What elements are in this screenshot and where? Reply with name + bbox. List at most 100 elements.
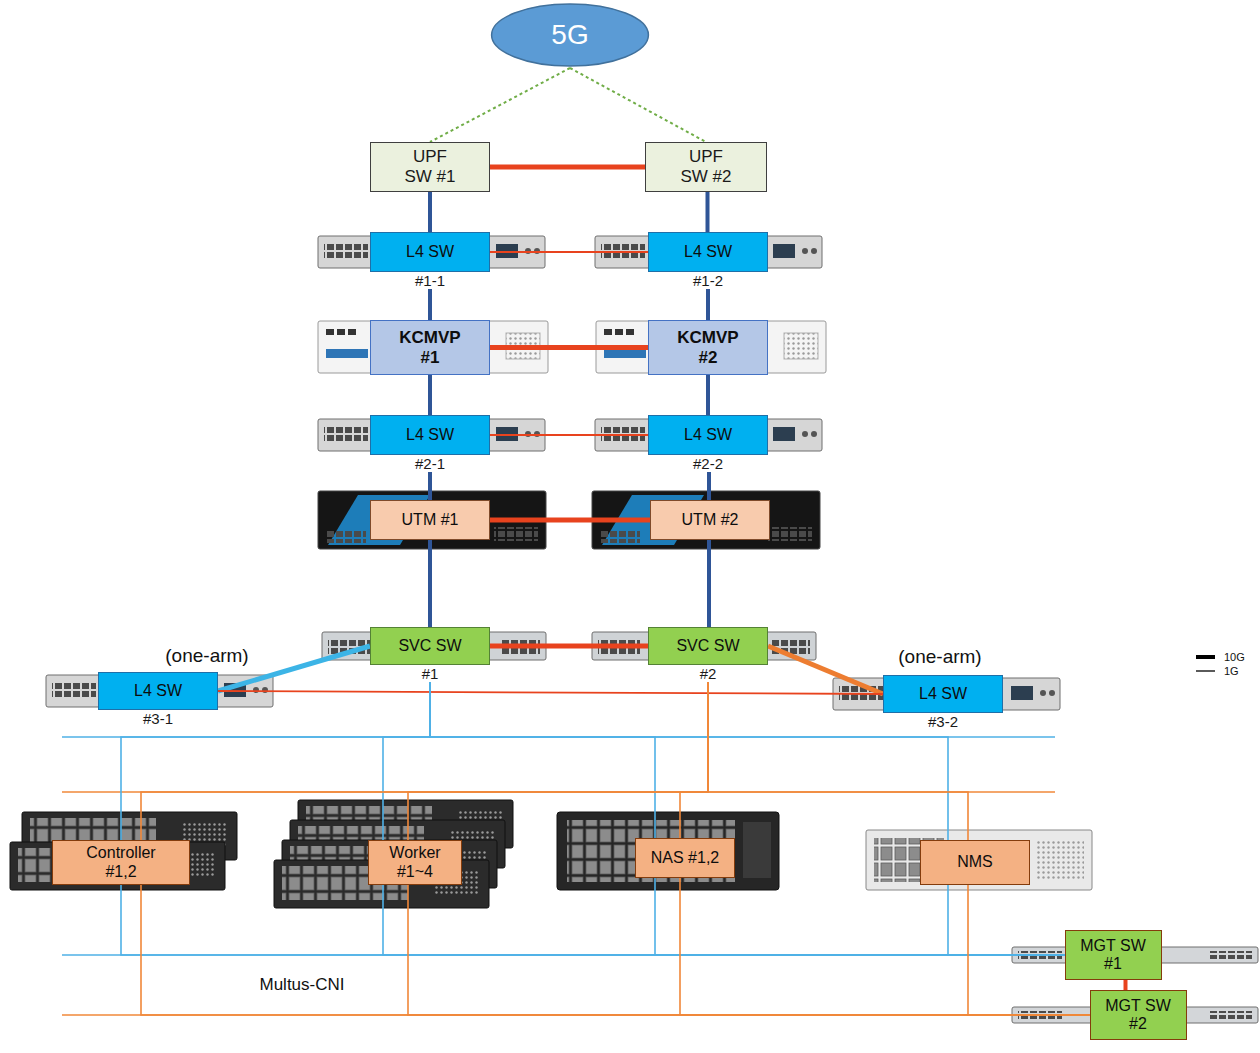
connector: [707, 540, 711, 627]
box-outline: L4 SW: [370, 232, 490, 272]
node-label: Worker #1~4: [380, 844, 450, 881]
node-label: L4 SW: [684, 243, 732, 261]
server-box: NMS: [920, 840, 1030, 885]
node-label: L4 SW: [684, 426, 732, 444]
connector: [121, 885, 1065, 955]
annotation-label: (one-arm): [896, 646, 983, 668]
box-outline: UTM #1: [370, 500, 490, 540]
box-outline: MGT SW #1: [1065, 930, 1162, 980]
connector: [490, 251, 648, 253]
annotation-label: (one-arm): [163, 645, 250, 667]
box-outline: NAS #1,2: [635, 838, 735, 878]
node-label: L4 SW: [406, 243, 454, 261]
node-label: NAS #1,2: [651, 849, 719, 867]
node-label: UPF SW #2: [680, 147, 732, 186]
box-outline: UPF SW #2: [645, 142, 767, 192]
connector: [490, 434, 648, 436]
box-outline: L4 SW: [98, 672, 218, 710]
node-label: SVC SW: [398, 637, 461, 655]
nas-picture: [557, 812, 779, 890]
connector: [948, 885, 1065, 955]
node-label: UPF SW #1: [404, 147, 456, 186]
node-label: MGT SW #2: [1102, 997, 1174, 1034]
nms-picture: [866, 830, 1092, 890]
legend-label: 1G: [1222, 664, 1241, 678]
box-outline: KCMVP #1: [370, 320, 490, 375]
node-caption: #2-1: [415, 455, 445, 472]
l4-switch-box: L4 SW#2-2: [648, 415, 768, 472]
annotation-label: Multus-CNI: [257, 975, 346, 995]
connector: [428, 289, 432, 320]
connector: [430, 682, 655, 838]
node-caption: #3-1: [143, 710, 173, 727]
node-label: UTM #1: [402, 511, 459, 529]
node-label: SVC SW: [676, 637, 739, 655]
kcmvp-box: KCMVP #1: [370, 320, 490, 375]
box-outline: NMS: [920, 840, 1030, 885]
connector: [707, 472, 711, 500]
cloud-ellipse-shape: [492, 4, 649, 66]
connector: [706, 375, 710, 415]
node-label: UTM #2: [682, 511, 739, 529]
box-outline: MGT SW #2: [1090, 990, 1187, 1040]
connector: [430, 682, 948, 840]
node-caption: #1: [422, 665, 439, 682]
server-box: NAS #1,2: [635, 838, 735, 878]
connector: [706, 192, 710, 232]
node-caption: #3-2: [928, 713, 958, 730]
l4-switch-box: L4 SW#1-2: [648, 232, 768, 289]
connector: [408, 885, 1090, 1015]
l4-switch-box: L4 SW#2-1: [370, 415, 490, 472]
box-outline: KCMVP #2: [648, 320, 768, 375]
box-outline: L4 SW: [648, 415, 768, 455]
connector: [768, 646, 883, 694]
connector: [428, 540, 432, 627]
connector: [490, 165, 645, 170]
node-label: KCMVP #2: [676, 328, 740, 367]
box-outline: UTM #2: [650, 500, 770, 540]
node-label: MGT SW #1: [1077, 937, 1149, 974]
node-label: KCMVP #1: [398, 328, 462, 367]
l4-switch-box: L4 SW #3-2: [883, 675, 1003, 730]
server-box: Controller #1,2: [52, 840, 190, 885]
l4-switch-box: L4 SW #3-1: [98, 672, 218, 727]
connector: [706, 289, 710, 320]
connector: [141, 682, 708, 840]
upf-switch-box: UPF SW #1: [370, 142, 490, 192]
connector: [680, 878, 1090, 1015]
legend-sample-line: [1196, 670, 1215, 671]
management-switch-box: MGT SW #2: [1090, 990, 1187, 1040]
connector: [655, 878, 1065, 955]
box-outline: SVC SW: [648, 627, 768, 665]
connector: [490, 644, 648, 649]
box-outline: L4 SW: [648, 232, 768, 272]
connector: [428, 375, 432, 415]
box-outline: Controller #1,2: [52, 840, 190, 885]
box-outline: 5G: [490, 2, 650, 68]
connector: [490, 345, 648, 350]
connector: [383, 885, 1065, 955]
connector: [430, 68, 570, 142]
server-box: Worker #1~4: [368, 840, 462, 885]
node-label: L4 SW: [134, 682, 182, 700]
connector: [383, 682, 430, 840]
box-outline: L4 SW: [883, 675, 1003, 713]
connector: [490, 518, 650, 523]
node-caption: #1-1: [415, 272, 445, 289]
connector: [408, 682, 708, 840]
legend-label: 10G: [1222, 650, 1247, 664]
box-outline: L4 SW: [370, 415, 490, 455]
connector: [141, 885, 1090, 1015]
kcmvp-box: KCMVP #2: [648, 320, 768, 375]
node-label: L4 SW: [919, 685, 967, 703]
cloud-ellipse: 5G: [490, 2, 650, 68]
node-label: NMS: [957, 853, 993, 871]
connector: [1124, 980, 1128, 990]
service-switch-box: SVC SW #2: [648, 627, 768, 682]
upf-switch-box: UPF SW #2: [645, 142, 767, 192]
node-caption: #2: [700, 665, 717, 682]
